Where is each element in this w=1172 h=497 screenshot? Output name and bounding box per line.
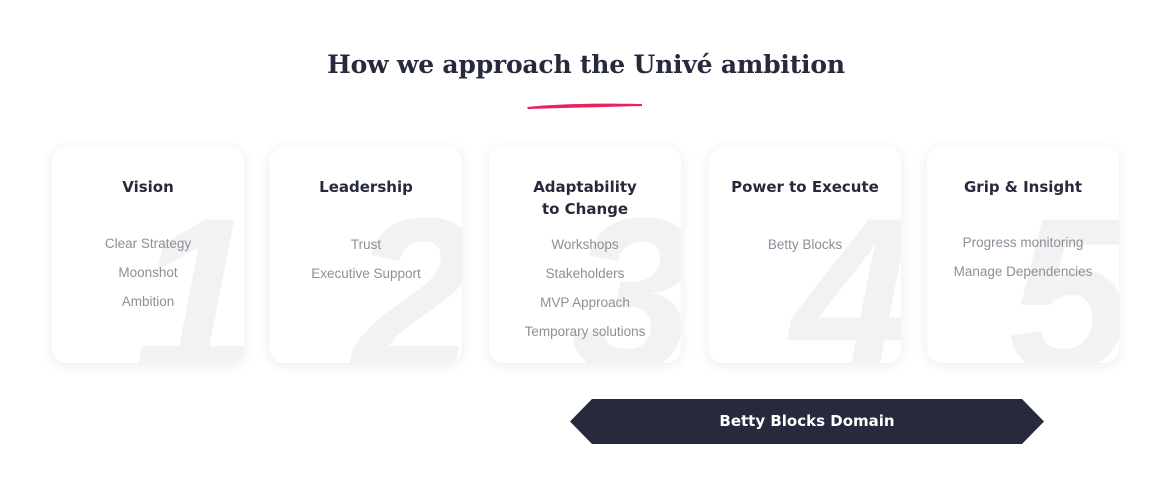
card-item-list: Progress monitoring Manage Dependencies bbox=[927, 228, 1119, 286]
approach-card-vision: 1 Vision Clear Strategy Moonshot Ambitio… bbox=[52, 147, 244, 363]
list-item: Moonshot bbox=[118, 265, 178, 280]
approach-card-leadership: 2 Leadership Trust Executive Support bbox=[270, 147, 462, 363]
card-number-watermark: 3 bbox=[570, 172, 681, 363]
list-item: Trust bbox=[350, 237, 382, 252]
list-item: Betty Blocks bbox=[767, 237, 843, 252]
card-number-watermark: 5 bbox=[1008, 172, 1119, 363]
card-title-line: Leadership bbox=[319, 178, 413, 196]
list-item: Ambition bbox=[121, 294, 175, 309]
card-item-list: Clear Strategy Moonshot Ambition bbox=[52, 229, 244, 316]
list-item: Manage Dependencies bbox=[953, 264, 1093, 279]
list-item: Temporary solutions bbox=[524, 324, 646, 339]
approach-card-grip-insight: 5 Grip & Insight Progress monitoring Man… bbox=[927, 147, 1119, 363]
card-item-list: Betty Blocks bbox=[709, 230, 901, 259]
card-title-line: to Change bbox=[541, 200, 629, 218]
card-title: Grip & Insight bbox=[927, 176, 1119, 198]
approach-card-power-to-execute: 4 Power to Execute Betty Blocks bbox=[709, 147, 901, 363]
card-number-watermark: 4 bbox=[790, 172, 901, 363]
domain-banner-shape bbox=[570, 399, 1044, 444]
card-title-line: Power to Execute bbox=[731, 178, 879, 196]
card-number-watermark: 2 bbox=[351, 172, 462, 363]
card-item-list: Workshops Stakeholders MVP Approach Temp… bbox=[489, 230, 681, 346]
list-item: Stakeholders bbox=[545, 266, 625, 281]
list-item: Clear Strategy bbox=[104, 236, 192, 251]
page-title: How we approach the Univé ambition bbox=[327, 50, 845, 79]
list-item: Executive Support bbox=[311, 266, 421, 281]
card-title-line: Adaptability bbox=[533, 178, 637, 196]
card-title: Leadership bbox=[270, 176, 462, 198]
list-item: Progress monitoring bbox=[962, 235, 1084, 250]
card-title-line: Vision bbox=[122, 178, 174, 196]
card-number-watermark: 1 bbox=[133, 172, 244, 363]
domain-banner-label: Betty Blocks Domain bbox=[719, 412, 895, 430]
card-title: Vision bbox=[52, 176, 244, 198]
approach-card-adaptability: 3 Adaptability to Change Workshops Stake… bbox=[489, 147, 681, 363]
card-title: Power to Execute bbox=[709, 176, 901, 198]
card-item-list: Trust Executive Support bbox=[270, 230, 462, 288]
card-title: Adaptability to Change bbox=[489, 176, 681, 220]
list-item: MVP Approach bbox=[540, 295, 630, 310]
list-item: Workshops bbox=[551, 237, 619, 252]
title-underline-brush bbox=[527, 103, 642, 109]
card-title-line: Grip & Insight bbox=[963, 178, 1083, 196]
